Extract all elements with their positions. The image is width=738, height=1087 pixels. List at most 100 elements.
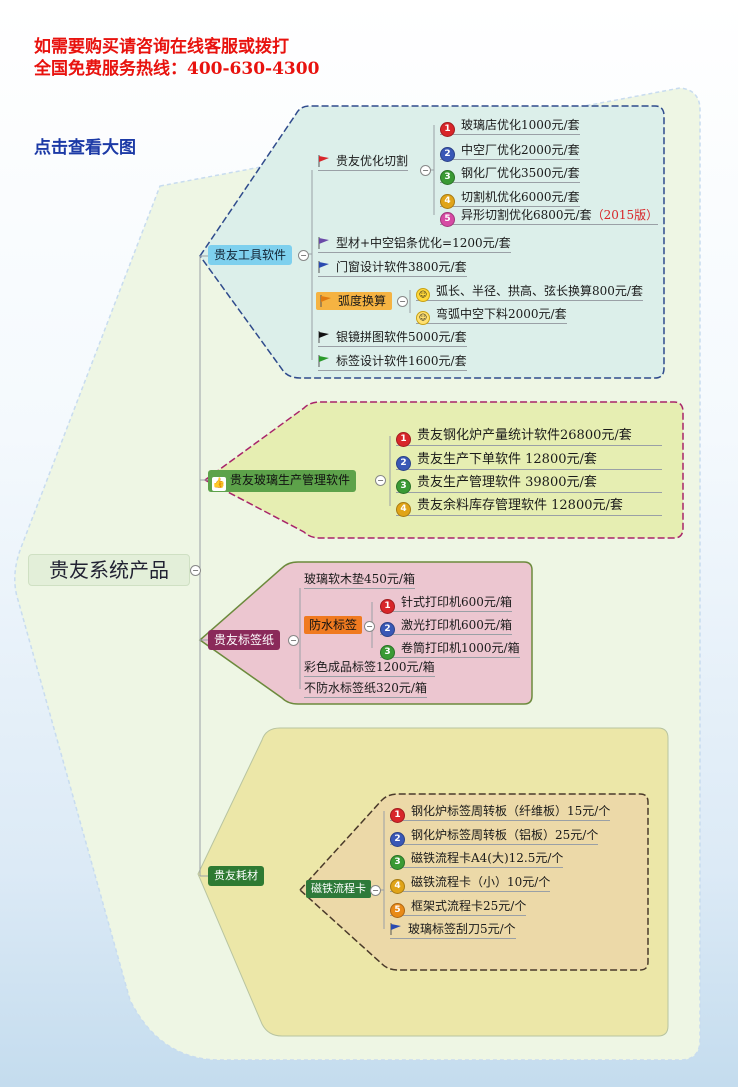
number-1-icon: 1: [390, 808, 405, 823]
branch-label-paper[interactable]: 贵友标签纸: [208, 630, 281, 650]
number-2-icon: 2: [390, 832, 405, 847]
blue-flag-icon: [390, 923, 401, 935]
production-label: 贵友玻璃生产管理软件: [230, 473, 351, 487]
tag-node[interactable]: 标签设计软件1600元/套: [318, 352, 467, 371]
green-flag-icon: [318, 355, 329, 367]
profile-node[interactable]: 型材+中空铝条优化=1200元/套: [318, 234, 511, 253]
item-text: 异形切割优化6800元/套: [461, 208, 592, 222]
cutting-node[interactable]: 贵友优化切割: [318, 152, 409, 171]
item-text: 贵友生产下单软件 12800元/套: [417, 452, 597, 467]
number-1-icon: 1: [440, 122, 455, 137]
nonwater-node[interactable]: 不防水标签纸320元/箱: [304, 679, 427, 698]
orange-flag-icon: [320, 295, 331, 307]
card-item-2[interactable]: 2 钢化炉标签周转板（铝板）25元/个: [390, 826, 599, 847]
item-text: 磁铁流程卡（小）10元/个: [411, 875, 551, 889]
item-text: 激光打印机600元/箱: [401, 618, 512, 632]
item-text: 切割机优化6000元/套: [461, 190, 580, 204]
fold-root[interactable]: −: [190, 565, 201, 576]
item-text: 卷筒打印机1000元/箱: [401, 641, 520, 655]
profile-text: 型材+中空铝条优化=1200元/套: [336, 236, 511, 250]
cutting-item-3[interactable]: 3 钢化厂优化3500元/套: [440, 164, 580, 185]
number-3-icon: 3: [380, 645, 395, 660]
door-node[interactable]: 门窗设计软件3800元/套: [318, 258, 467, 277]
water-item-3[interactable]: 3 卷筒打印机1000元/箱: [380, 639, 520, 660]
purchase-notice: 如需要购买请咨询在线客服或拨打: [34, 37, 289, 57]
mirror-text: 银镜拼图软件5000元/套: [336, 330, 467, 344]
thumbs-up-icon: 👍: [212, 477, 226, 491]
arc-label: 弧度换算: [338, 294, 387, 308]
number-2-icon: 2: [380, 622, 395, 637]
item-text: 针式打印机600元/箱: [401, 595, 512, 609]
item-text: 磁铁流程卡A4(大)12.5元/个: [411, 851, 564, 865]
item-text: 钢化炉标签周转板（纤维板）15元/个: [411, 804, 611, 818]
tag-text: 标签设计软件1600元/套: [336, 354, 467, 368]
item-text: 贵友钢化炉产量统计软件26800元/套: [417, 428, 632, 443]
number-1-icon: 1: [396, 432, 411, 447]
card-item-4[interactable]: 4 磁铁流程卡（小）10元/个: [390, 873, 551, 894]
arc-item-2[interactable]: ☺ 弯弧中空下料2000元/套: [416, 305, 567, 325]
number-4-icon: 4: [390, 879, 405, 894]
item-text: 弧长、半径、拱高、弦长换算800元/套: [436, 284, 643, 298]
prod-item-4[interactable]: 4 贵友余料库存管理软件 12800元/套: [396, 497, 662, 517]
item-text: 弯弧中空下料2000元/套: [436, 307, 567, 321]
smiley-icon: ☺: [416, 311, 430, 325]
item-text: 钢化炉标签周转板（铝板）25元/个: [411, 828, 599, 842]
purple-flag-icon: [318, 237, 329, 249]
pad-node[interactable]: 玻璃软木垫450元/箱: [304, 570, 415, 589]
number-5-icon: 5: [390, 903, 405, 918]
item-text: 钢化厂优化3500元/套: [461, 166, 580, 180]
red-flag-icon: [318, 155, 329, 167]
number-4-icon: 4: [396, 502, 411, 517]
number-3-icon: 3: [396, 479, 411, 494]
card-item-6[interactable]: 玻璃标签刮刀5元/个: [390, 920, 516, 939]
root-node[interactable]: 贵友系统产品: [28, 554, 190, 586]
card-item-1[interactable]: 1 钢化炉标签周转板（纤维板）15元/个: [390, 802, 611, 823]
item-text: 框架式流程卡25元/个: [411, 899, 527, 913]
water-item-1[interactable]: 1 针式打印机600元/箱: [380, 593, 512, 614]
view-large-link[interactable]: 点击查看大图: [34, 138, 136, 158]
water-item-2[interactable]: 2 激光打印机600元/箱: [380, 616, 512, 637]
number-3-icon: 3: [440, 170, 455, 185]
blue-flag-icon: [318, 261, 329, 273]
card-item-3[interactable]: 3 磁铁流程卡A4(大)12.5元/个: [390, 849, 564, 870]
card-item-5[interactable]: 5 框架式流程卡25元/个: [390, 897, 527, 918]
number-2-icon: 2: [396, 456, 411, 471]
mirror-node[interactable]: 银镜拼图软件5000元/套: [318, 328, 467, 347]
cutting-item-5[interactable]: 5 异形切割优化6800元/套（2015版）: [440, 206, 659, 227]
branch-tools[interactable]: 贵友工具软件: [208, 245, 293, 265]
item-text: 中空厂优化2000元/套: [461, 143, 580, 157]
version-note: （2015版）: [591, 208, 659, 222]
prod-item-1[interactable]: 1 贵友钢化炉产量统计软件26800元/套: [396, 427, 662, 447]
number-3-icon: 3: [390, 855, 405, 870]
number-1-icon: 1: [380, 599, 395, 614]
cutting-item-1[interactable]: 1 玻璃店优化1000元/套: [440, 116, 580, 137]
number-5-icon: 5: [440, 212, 455, 227]
fold-magnet-card[interactable]: −: [370, 885, 381, 896]
prod-item-2[interactable]: 2 贵友生产下单软件 12800元/套: [396, 451, 662, 471]
waterproof-node[interactable]: 防水标签: [304, 616, 363, 634]
fold-cutting[interactable]: −: [420, 165, 431, 176]
item-text: 玻璃店优化1000元/套: [461, 118, 580, 132]
branch-consumables[interactable]: 贵友耗材: [208, 866, 264, 886]
fold-waterproof[interactable]: −: [364, 621, 375, 632]
door-text: 门窗设计软件3800元/套: [336, 260, 467, 274]
arc-item-1[interactable]: ☺ 弧长、半径、拱高、弦长换算800元/套: [416, 282, 643, 302]
fold-production[interactable]: −: [375, 475, 386, 486]
magnet-card-node[interactable]: 磁铁流程卡: [306, 880, 371, 898]
number-2-icon: 2: [440, 147, 455, 162]
black-flag-icon: [318, 331, 329, 343]
cutting-item-2[interactable]: 2 中空厂优化2000元/套: [440, 141, 580, 162]
branch-production[interactable]: 👍 贵友玻璃生产管理软件: [208, 470, 357, 492]
fold-tools[interactable]: −: [298, 250, 309, 261]
smiley-icon: ☺: [416, 288, 430, 302]
cutting-label: 贵友优化切割: [336, 154, 409, 168]
item-text: 玻璃标签刮刀5元/个: [408, 922, 516, 936]
item-text: 贵友余料库存管理软件 12800元/套: [417, 498, 623, 513]
fold-arc[interactable]: −: [397, 296, 408, 307]
fold-label-paper[interactable]: −: [288, 635, 299, 646]
arc-node[interactable]: 弧度换算: [316, 292, 393, 310]
color-label-node[interactable]: 彩色成品标签1200元/箱: [304, 658, 435, 677]
